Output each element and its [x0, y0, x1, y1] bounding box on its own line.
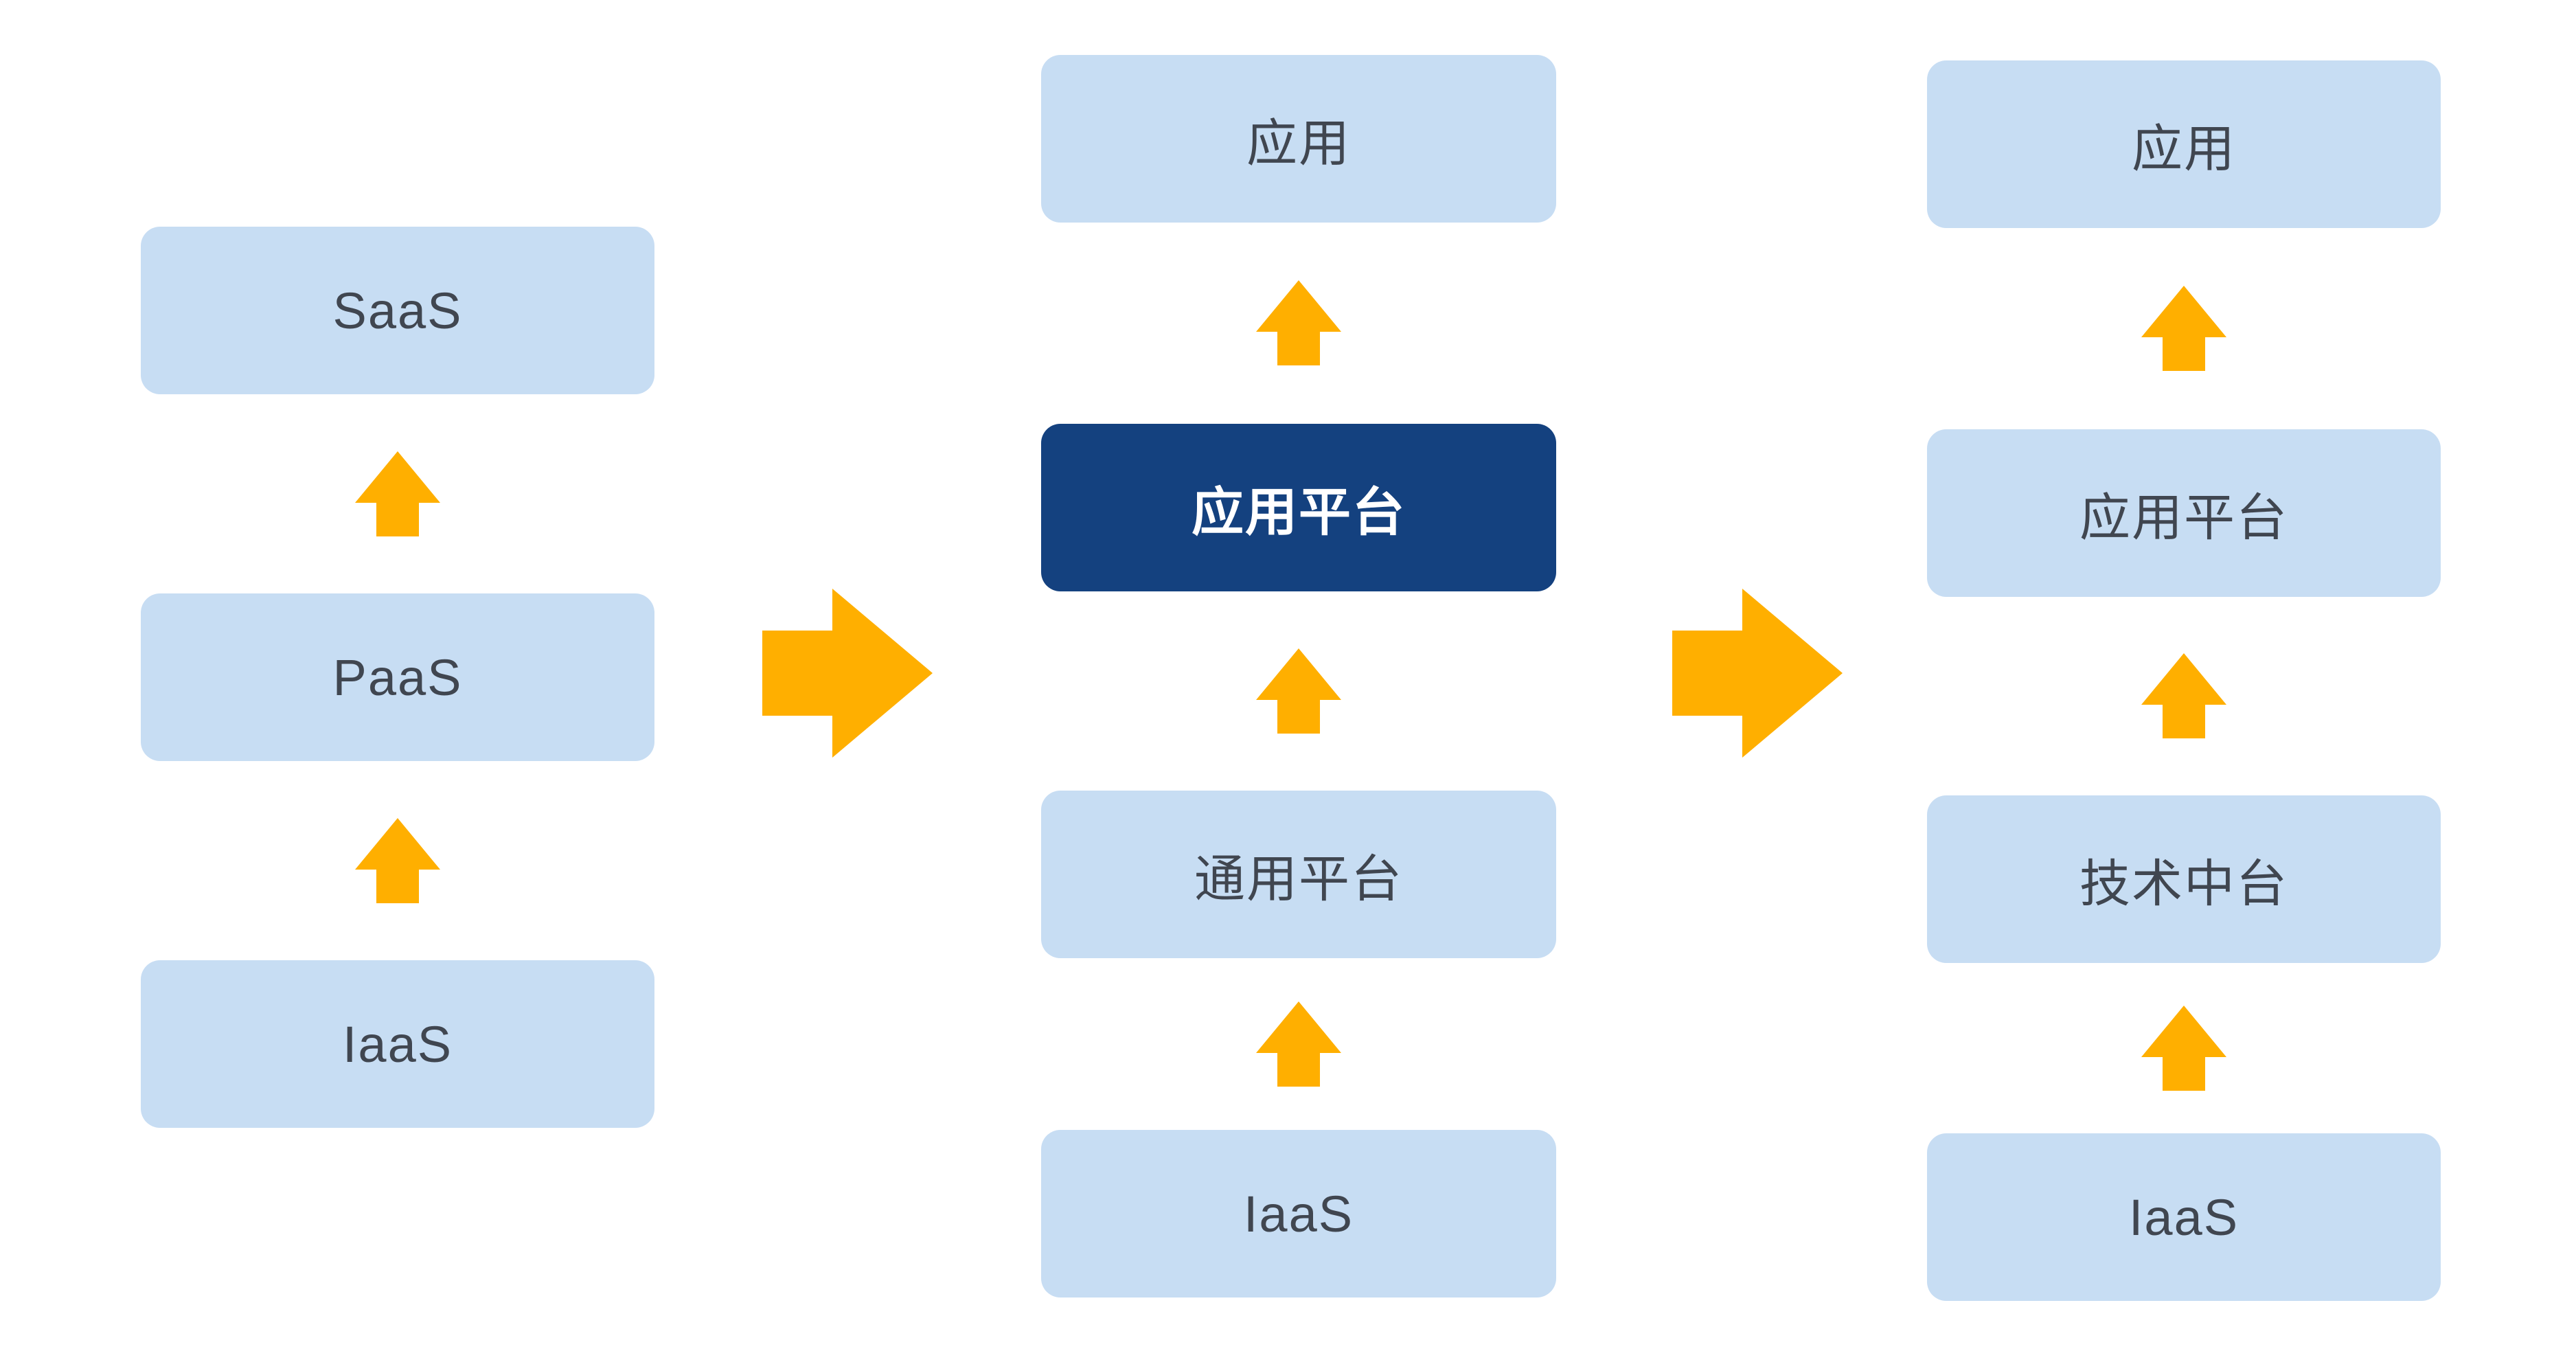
box-paas-label: PaaS: [332, 648, 463, 706]
box-app-middle: 应用: [1041, 55, 1556, 223]
box-app-platform-right-label: 应用平台: [2079, 488, 2288, 546]
up-arrow-icon: [1256, 280, 1341, 365]
right-arrow-icon: [762, 589, 933, 758]
up-arrow-icon: [2141, 286, 2226, 371]
box-general-platform-label: 通用平台: [1194, 850, 1403, 907]
box-iaas-right: IaaS: [1927, 1133, 2441, 1301]
box-paas: PaaS: [141, 593, 654, 761]
up-arrow-icon: [1256, 1001, 1341, 1087]
box-tech-middle-platform: 技术中台: [1927, 795, 2441, 963]
up-arrow-icon: [2141, 1006, 2226, 1091]
box-app-platform-dark-label: 应用平台: [1192, 484, 1406, 542]
up-arrow-icon: [355, 451, 440, 536]
up-arrow-icon: [2141, 653, 2226, 738]
box-iaas-right-label: IaaS: [2128, 1188, 2239, 1246]
box-general-platform: 通用平台: [1041, 791, 1556, 958]
box-saas: SaaS: [141, 227, 654, 394]
box-app-platform-right: 应用平台: [1927, 429, 2441, 597]
up-arrow-icon: [1256, 648, 1341, 734]
box-iaas-left: IaaS: [141, 960, 654, 1128]
box-app-middle-label: 应用: [1246, 114, 1351, 172]
box-app-right: 应用: [1927, 60, 2441, 228]
up-arrow-icon: [355, 818, 440, 903]
box-iaas-middle: IaaS: [1041, 1130, 1556, 1297]
box-tech-middle-platform-label: 技术中台: [2079, 854, 2288, 912]
box-app-right-label: 应用: [2132, 120, 2236, 177]
box-iaas-middle-label: IaaS: [1243, 1185, 1354, 1243]
right-arrow-icon: [1672, 589, 1843, 758]
box-saas-label: SaaS: [332, 282, 463, 339]
box-iaas-left-label: IaaS: [342, 1015, 453, 1073]
box-app-platform-dark: 应用平台: [1041, 424, 1556, 591]
